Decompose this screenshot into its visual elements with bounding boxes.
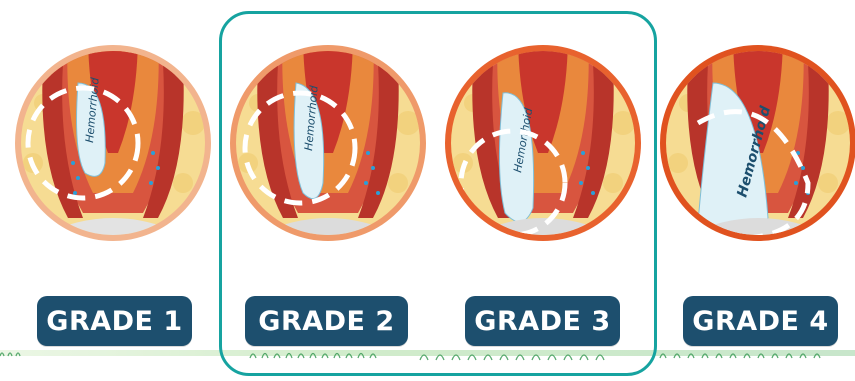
grade-4-panel: Hemorrhoid — [658, 43, 854, 243]
grade-2-label: GRADE 2 — [245, 296, 408, 346]
grade-1-label: GRADE 1 — [37, 296, 192, 346]
grade-1-illustration: Hemorrhoid — [13, 43, 213, 243]
grade-3-panel: Hemorrhoid — [443, 43, 639, 243]
grade-4-label: GRADE 4 — [683, 296, 838, 346]
grade-3-illustration: Hemorrhoid — [443, 43, 643, 243]
grade-1-panel: Hemorrhoid — [13, 43, 209, 243]
grade-2-panel: Hemorrhoid — [228, 43, 424, 243]
grade-4-illustration: Hemorrhoid — [658, 43, 855, 243]
grade-2-illustration: Hemorrhoid — [228, 43, 428, 243]
grade-3-label: GRADE 3 — [465, 296, 620, 346]
